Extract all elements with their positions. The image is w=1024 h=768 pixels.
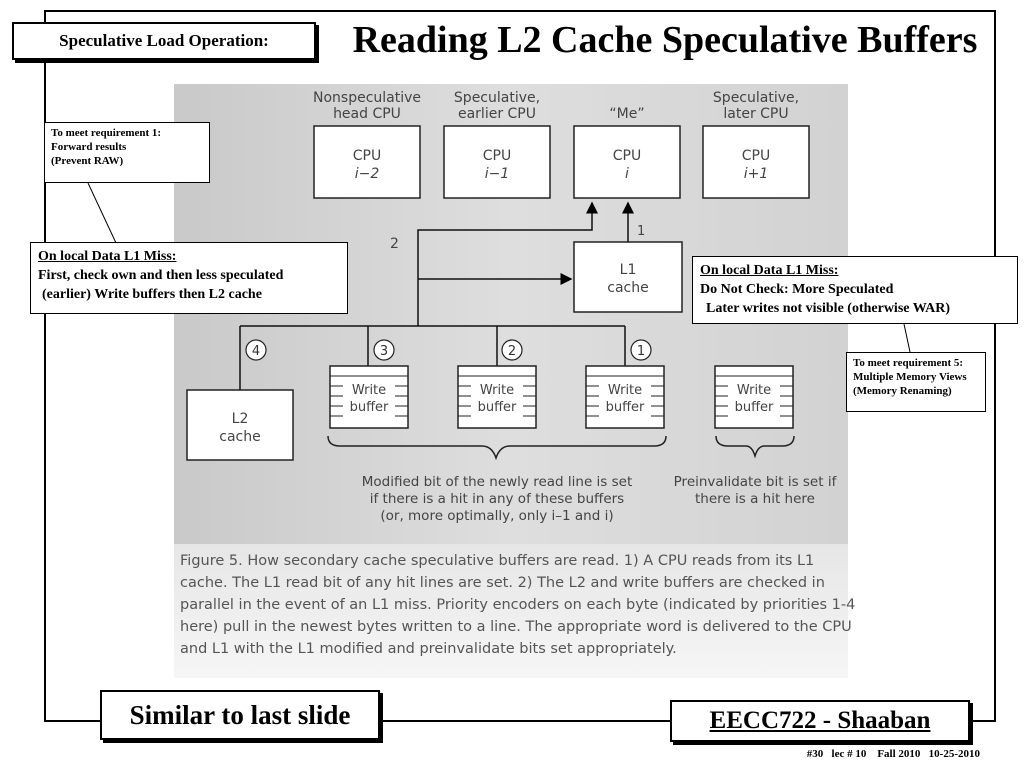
write-buffer: Write buffer [457, 365, 537, 429]
cpu-label: CPU [613, 148, 641, 164]
modified-note: Modified bit of the newly read line is s… [362, 474, 633, 490]
cpu-index: i−1 [485, 166, 510, 182]
requirement-5-note: To meet requirement 5: Multiple Memory V… [846, 352, 986, 412]
modified-note: (or, more optimally, only i–1 and i) [380, 508, 613, 524]
priority-circle: 4 [245, 339, 267, 361]
cpu-box: CPU i+1 [702, 125, 810, 199]
caption-background [174, 544, 848, 678]
write-buffer: Write buffer [714, 365, 794, 429]
svg-text:L2: L2 [232, 411, 249, 427]
local-miss-right-note: On local Data L1 Miss: Do Not Check: Mor… [692, 256, 1018, 324]
svg-text:2: 2 [508, 344, 516, 359]
write-buffer: Write buffer [329, 365, 409, 429]
svg-text:4: 4 [252, 344, 260, 359]
cpu-box: CPU i [573, 125, 681, 199]
l2-path-arrow [417, 201, 598, 326]
svg-text:Write: Write [737, 383, 771, 398]
slide-frame [44, 10, 996, 722]
svg-text:cache: cache [219, 429, 260, 445]
similar-slide-label: Similar to last slide [100, 690, 380, 740]
req5-connector [903, 323, 911, 353]
svg-text:buffer: buffer [735, 400, 774, 415]
requirement-1-note: To meet requirement 1: Forward results (… [44, 122, 210, 183]
preinvalidate-note: Preinvalidate bit is set if [674, 474, 838, 490]
cpu-label: CPU [483, 148, 511, 164]
path-label-2: 2 [390, 236, 399, 252]
preinvalidate-note: there is a hit here [695, 491, 815, 507]
figure-caption: Figure 5. How secondary cache speculativ… [180, 553, 856, 657]
cpu-index: i−2 [355, 166, 380, 182]
cpu-heading-line: Nonspeculative [313, 90, 421, 106]
cpu-index: i+1 [744, 166, 769, 182]
svg-text:cache: cache [607, 280, 648, 296]
brace-modified [327, 435, 667, 461]
modified-note: if there is a hit in any of these buffer… [370, 491, 624, 507]
svg-text:3: 3 [380, 344, 388, 359]
svg-text:Write: Write [480, 383, 514, 398]
cpu-heading-line: head CPU [333, 106, 401, 122]
slide-info: #30 lec # 10 Fall 2010 10-25-2010 [806, 748, 980, 760]
priority-circle: 1 [630, 339, 652, 361]
req1-connector [87, 182, 117, 244]
cpu-heading-line: earlier CPU [458, 106, 536, 122]
cpu-heading-line: Speculative, [454, 90, 540, 106]
slide-title: Reading L2 Cache Speculative Buffers [352, 19, 978, 61]
svg-text:L1: L1 [620, 262, 637, 278]
cpu-index: i [625, 166, 629, 182]
section-tag: Speculative Load Operation: [12, 22, 316, 60]
cpu-label: CPU [742, 148, 770, 164]
svg-text:Write: Write [608, 383, 642, 398]
priority-circle: 3 [373, 339, 395, 361]
brace-preinvalidate [715, 435, 795, 459]
cpu-box: CPU i−2 [313, 125, 421, 199]
cpu-label: CPU [353, 148, 381, 164]
svg-text:buffer: buffer [478, 400, 517, 415]
l2-cache-box: L2 cache [186, 389, 294, 461]
cpu-box: CPU i−1 [443, 125, 551, 199]
priority-circle: 2 [501, 339, 523, 361]
svg-text:1: 1 [637, 344, 645, 359]
write-buffer: Write buffer [585, 365, 665, 429]
svg-text:Write: Write [352, 383, 386, 398]
svg-text:buffer: buffer [350, 400, 389, 415]
cpu-heading-line: “Me” [609, 106, 644, 122]
cpu-heading-line: later CPU [723, 106, 788, 122]
course-author-label: EECC722 - Shaaban [670, 700, 970, 742]
path-label-1: 1 [637, 224, 645, 239]
cpu-heading-line: Speculative, [713, 90, 799, 106]
l1-cache-box: L1 cache [573, 241, 683, 313]
local-miss-left-note: On local Data L1 Miss: First, check own … [30, 242, 348, 314]
svg-text:buffer: buffer [606, 400, 645, 415]
